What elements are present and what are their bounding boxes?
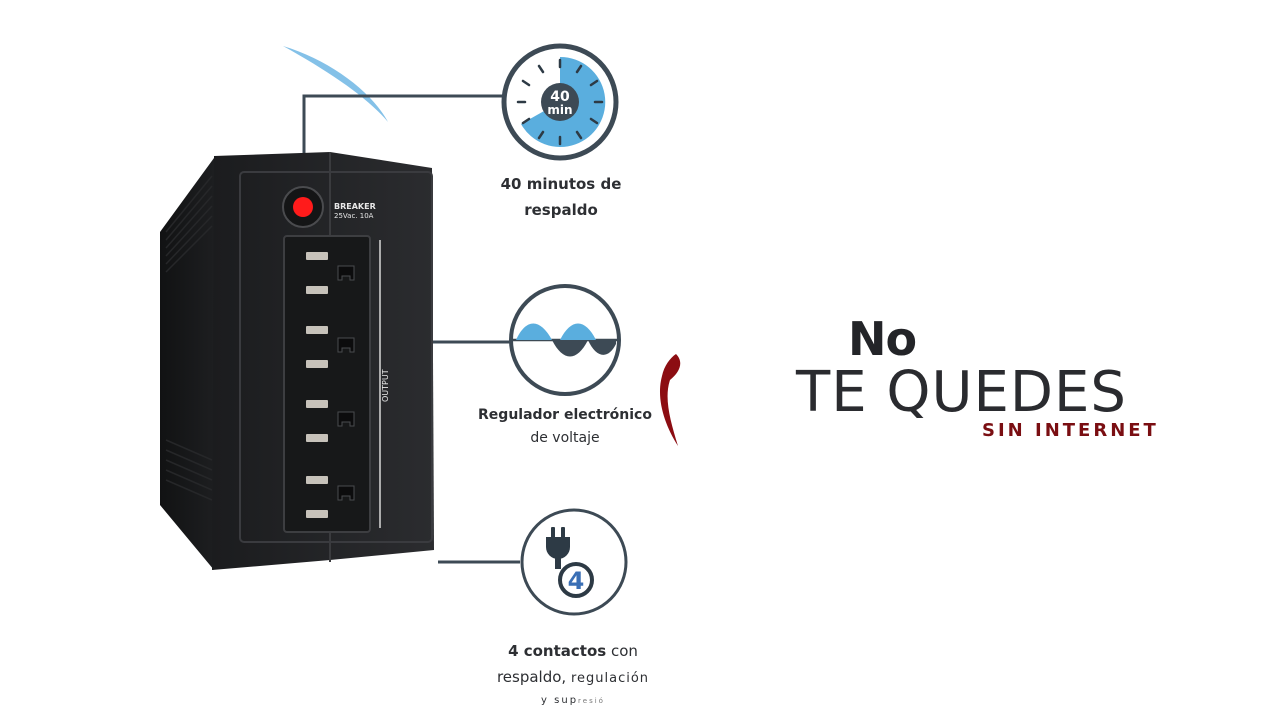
breaker-label: BREAKER [334, 202, 376, 211]
regulator-caption-line1: Regulador electrónico [478, 407, 652, 423]
output-label: OUTPUT [381, 369, 390, 402]
outlets-caption: 4 contactos con respaldo, regulación y s… [468, 638, 678, 710]
outlets-caption-line2: respaldo, regulación [468, 664, 678, 692]
backup-caption: 40 minutos de respaldo [478, 171, 644, 223]
headline-no: No [848, 312, 917, 366]
outlets-caption-line3a: y sup [541, 695, 579, 706]
connector-lines [302, 94, 520, 564]
outlets-caption-line3b: resió [578, 697, 605, 705]
ac-outlets [306, 252, 328, 518]
headline-main: TE QUEDES [796, 360, 1127, 425]
outlets-caption-bold: 4 contactos [508, 642, 607, 660]
timer-icon: 40 min [501, 43, 619, 161]
timer-unit: min [547, 103, 572, 117]
outlets-caption-line3: y supresió [468, 692, 678, 710]
blue-swoosh-decoration [283, 46, 388, 122]
backup-caption-line1: 40 minutos de [500, 175, 622, 193]
outlets-caption-rest: con [610, 642, 638, 660]
headline-sub: SIN INTERNET [982, 420, 1159, 441]
outlet-count: 4 [568, 567, 585, 595]
outlets-caption-line2b: regulación [570, 671, 650, 686]
breaker-rating: 25Vac. 10A [334, 212, 374, 220]
timer-value: 40 [550, 89, 570, 105]
outlets-caption-line2a: respaldo, [496, 668, 567, 686]
sine-wave-icon [509, 284, 621, 396]
regulator-caption: Regulador electrónico de voltaje [470, 404, 660, 450]
red-drop-decoration [659, 354, 681, 446]
ups-side-panel [160, 158, 214, 570]
backup-caption-line2: respaldo [524, 201, 598, 219]
plug-icon: 4 [520, 508, 628, 616]
regulator-caption-line2: de voltaje [530, 430, 600, 446]
outlets-caption-line1: 4 contactos con [468, 638, 678, 664]
outlet-plate [283, 235, 371, 533]
